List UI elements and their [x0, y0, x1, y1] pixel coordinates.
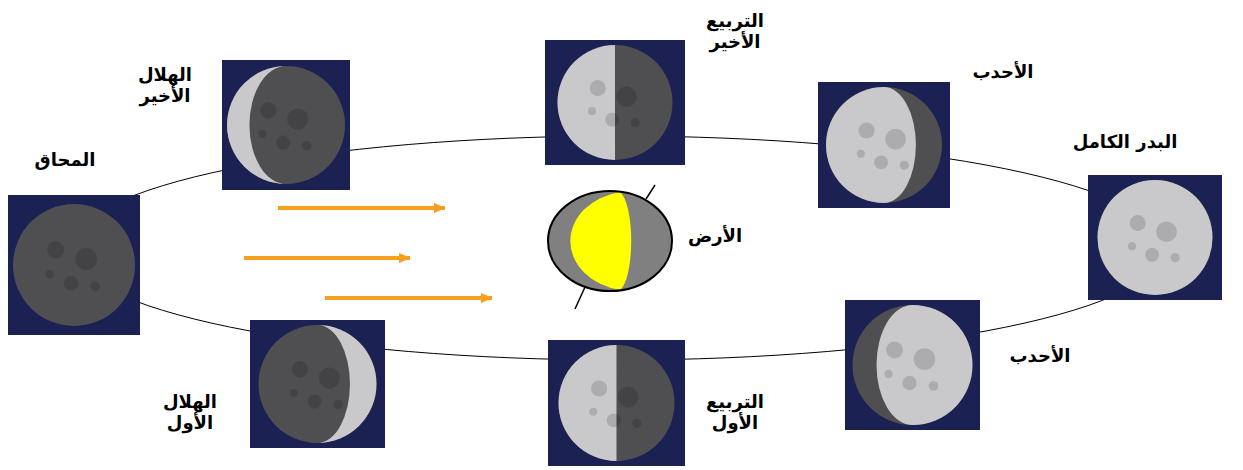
moon-dark-side [13, 204, 135, 326]
earth-axis [575, 287, 585, 309]
earth-day [570, 192, 631, 290]
moon-phase-node: الهلال الأول [250, 320, 385, 448]
moon-lit-side [877, 305, 973, 425]
moon-phase-node: البدر الكامل [1088, 175, 1222, 300]
moon-phase-node: المحاق [8, 195, 140, 335]
earth-outline [548, 191, 672, 291]
night-sky [222, 60, 350, 190]
moon-phase-node: الهلال الأخير [222, 60, 350, 190]
phase-label: البدر الكامل [1055, 132, 1195, 153]
moon-crater [885, 129, 906, 150]
moon-crater [1145, 248, 1159, 262]
phase-label: التربيع الأخير [690, 11, 780, 52]
moon-crater [333, 400, 342, 409]
earth-axis [646, 185, 655, 199]
night-sky [818, 82, 950, 208]
moon-crater [857, 150, 865, 158]
moon-crater [616, 86, 637, 107]
moon-crater [1128, 242, 1136, 250]
phase-label: الأحدب [953, 62, 1053, 83]
moon-crater [607, 413, 621, 427]
moon-dark-side [1098, 180, 1213, 295]
moon-picture [222, 60, 350, 190]
moon-crater [874, 155, 888, 169]
moon-crater [90, 281, 100, 291]
moon-crater [290, 389, 298, 397]
earth-node: الأرض [545, 183, 675, 298]
moon-crater [307, 395, 321, 409]
moon-lit-side [1098, 180, 1213, 295]
phase-label: الأرض [665, 226, 765, 247]
moon-crater [900, 161, 909, 170]
moon-crater [588, 107, 596, 115]
moon-dark-side [259, 325, 377, 443]
moon-crater [319, 367, 340, 388]
night-sky [1088, 175, 1222, 300]
moon-crater [929, 381, 939, 391]
moon-crater [1171, 253, 1180, 262]
night-sky [545, 40, 685, 165]
moon-phase-node: الأحدب [818, 82, 950, 208]
moon-crater [589, 408, 597, 416]
moon-crater [914, 348, 936, 370]
moon-crater [1156, 221, 1177, 242]
moon-lit-side [826, 87, 916, 203]
moon-crater [292, 361, 309, 378]
moon-crater [276, 136, 290, 150]
night-sky [548, 340, 685, 466]
moon-crater [902, 376, 916, 390]
moon-lit-side [559, 345, 617, 461]
earth-night [548, 191, 672, 291]
night-sky [250, 320, 385, 448]
night-sky [845, 300, 980, 430]
night-sky [8, 195, 140, 335]
moon-lit-side [318, 325, 377, 443]
moon-lit-side [558, 45, 616, 160]
moon-crater [287, 108, 308, 129]
phase-label: التربيع الأول [690, 392, 780, 433]
moon-crater [260, 102, 277, 119]
moon-crater [632, 419, 641, 428]
moon-crater [302, 141, 311, 150]
moon-crater [1130, 215, 1146, 231]
moon-crater [858, 122, 874, 138]
moon-crater [47, 241, 64, 258]
moon-dark-side [826, 87, 942, 203]
phase-label: الهلال الأخير [125, 65, 205, 106]
moon-crater [605, 113, 619, 127]
moon-picture [545, 40, 685, 165]
moon-crater [64, 276, 79, 291]
moon-crater [590, 80, 606, 96]
moon-picture [1088, 175, 1222, 300]
moon-crater [886, 342, 903, 359]
moon-phase-node: التربيع الأخير [545, 40, 685, 165]
moon-picture [845, 300, 980, 430]
moon-crater [75, 248, 97, 270]
moon-crater [884, 370, 892, 378]
moon-picture [8, 195, 140, 335]
moon-picture [818, 82, 950, 208]
moon-dark-side [559, 345, 675, 461]
moon-dark-side [558, 45, 673, 160]
moon-dark-side [853, 305, 973, 425]
moon-picture [548, 340, 685, 466]
moon-crater [591, 380, 607, 396]
earth-picture [545, 183, 675, 313]
sunlight-arrow [278, 206, 445, 210]
moon-crater [631, 118, 640, 127]
moon-crater [45, 270, 54, 279]
moon-lit-side [227, 66, 286, 184]
phase-label: الهلال الأول [150, 392, 230, 433]
moon-picture [250, 320, 385, 448]
sunlight-arrow [244, 256, 410, 260]
phase-label: المحاق [10, 150, 120, 171]
moon-crater [258, 130, 266, 138]
moon-phase-node: التربيع الأول [548, 340, 685, 466]
moon-dark-side [227, 66, 345, 184]
moon-crater [618, 387, 639, 408]
moon-phase-node: الأحدب [845, 300, 980, 430]
phase-label: الأحدب [990, 346, 1090, 367]
sunlight-arrow [325, 296, 492, 300]
